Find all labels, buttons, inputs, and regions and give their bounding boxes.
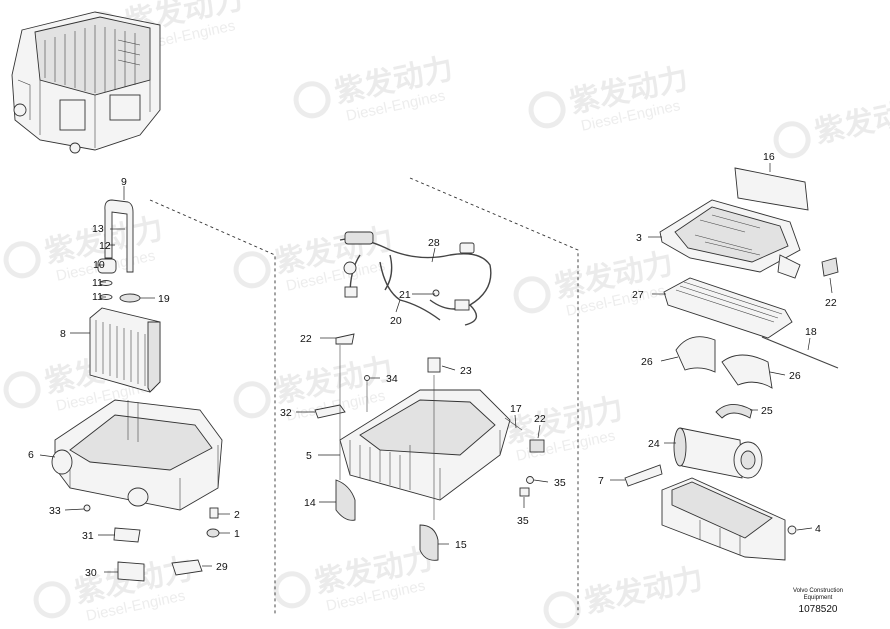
label-11-lower: 11	[92, 291, 103, 303]
label-14: 14	[304, 497, 316, 509]
label-27: 27	[632, 289, 644, 301]
label-6: 6	[28, 449, 34, 461]
label-26-left: 26	[641, 356, 653, 368]
label-28: 28	[428, 237, 440, 249]
label-15: 15	[455, 539, 467, 551]
label-11-upper: 11	[92, 277, 103, 289]
footer-caption: Volvo Construction Equipment 1078520	[793, 588, 843, 615]
engine-overview-illustration	[11, 11, 161, 154]
label-10: 10	[93, 259, 105, 271]
label-16: 16	[763, 151, 775, 163]
right-assembly	[624, 167, 839, 561]
label-21: 21	[399, 289, 411, 301]
label-12: 12	[99, 240, 111, 252]
watermark: 紫发动力 Diesel-Engines	[233, 222, 396, 295]
footer-line2: Equipment	[804, 595, 833, 601]
leader-lines	[39, 163, 833, 573]
label-18: 18	[805, 326, 817, 338]
label-33: 33	[49, 505, 61, 517]
label-5: 5	[306, 450, 312, 462]
label-20: 20	[390, 315, 402, 327]
part-labels: 9 13 12 10 11 11 19 8 6 33 31 2 1 30 29 …	[28, 151, 837, 579]
label-25: 25	[761, 405, 773, 417]
label-22-right: 22	[825, 297, 837, 309]
label-19: 19	[158, 293, 170, 305]
label-23: 23	[460, 365, 472, 377]
label-29: 29	[216, 561, 228, 573]
label-8: 8	[60, 328, 66, 340]
watermark: 紫发动力 Diesel-Engines	[513, 247, 676, 320]
drawing-number: 1078520	[799, 604, 838, 615]
label-9: 9	[121, 176, 127, 188]
label-34: 34	[386, 373, 398, 385]
label-22-tray: 22	[534, 413, 546, 425]
label-26-right: 26	[789, 370, 801, 382]
section-separators	[149, 177, 579, 615]
watermark: 紫发动力 Diesel-Engines	[293, 52, 456, 125]
label-13: 13	[92, 223, 104, 235]
label-1: 1	[234, 528, 240, 540]
footer-line1: Volvo Construction	[793, 588, 843, 594]
svg-text:紫发动力: 紫发动力	[582, 562, 706, 619]
label-24: 24	[648, 438, 660, 450]
label-31: 31	[82, 530, 94, 542]
label-32: 32	[280, 407, 292, 419]
watermark: 紫发动力 Diesel-Engines	[3, 212, 166, 285]
svg-text:紫发动力: 紫发动力	[812, 92, 890, 149]
watermark: 紫发动力 Diesel-Engines	[273, 542, 436, 615]
label-17: 17	[510, 403, 522, 415]
label-22-middle: 22	[300, 333, 312, 345]
watermark: 紫发动力 Diesel-Engines	[528, 62, 691, 135]
label-2: 2	[234, 509, 240, 521]
label-30: 30	[85, 567, 97, 579]
label-35-lower: 35	[517, 515, 529, 527]
label-35-right: 35	[554, 477, 566, 489]
middle-assembly	[314, 231, 545, 561]
watermark: 紫发动力	[543, 562, 706, 629]
left-assembly	[51, 199, 223, 582]
label-3: 3	[636, 232, 642, 244]
watermark: 紫发动力	[773, 92, 890, 159]
label-7: 7	[598, 475, 604, 487]
label-4: 4	[815, 523, 821, 535]
